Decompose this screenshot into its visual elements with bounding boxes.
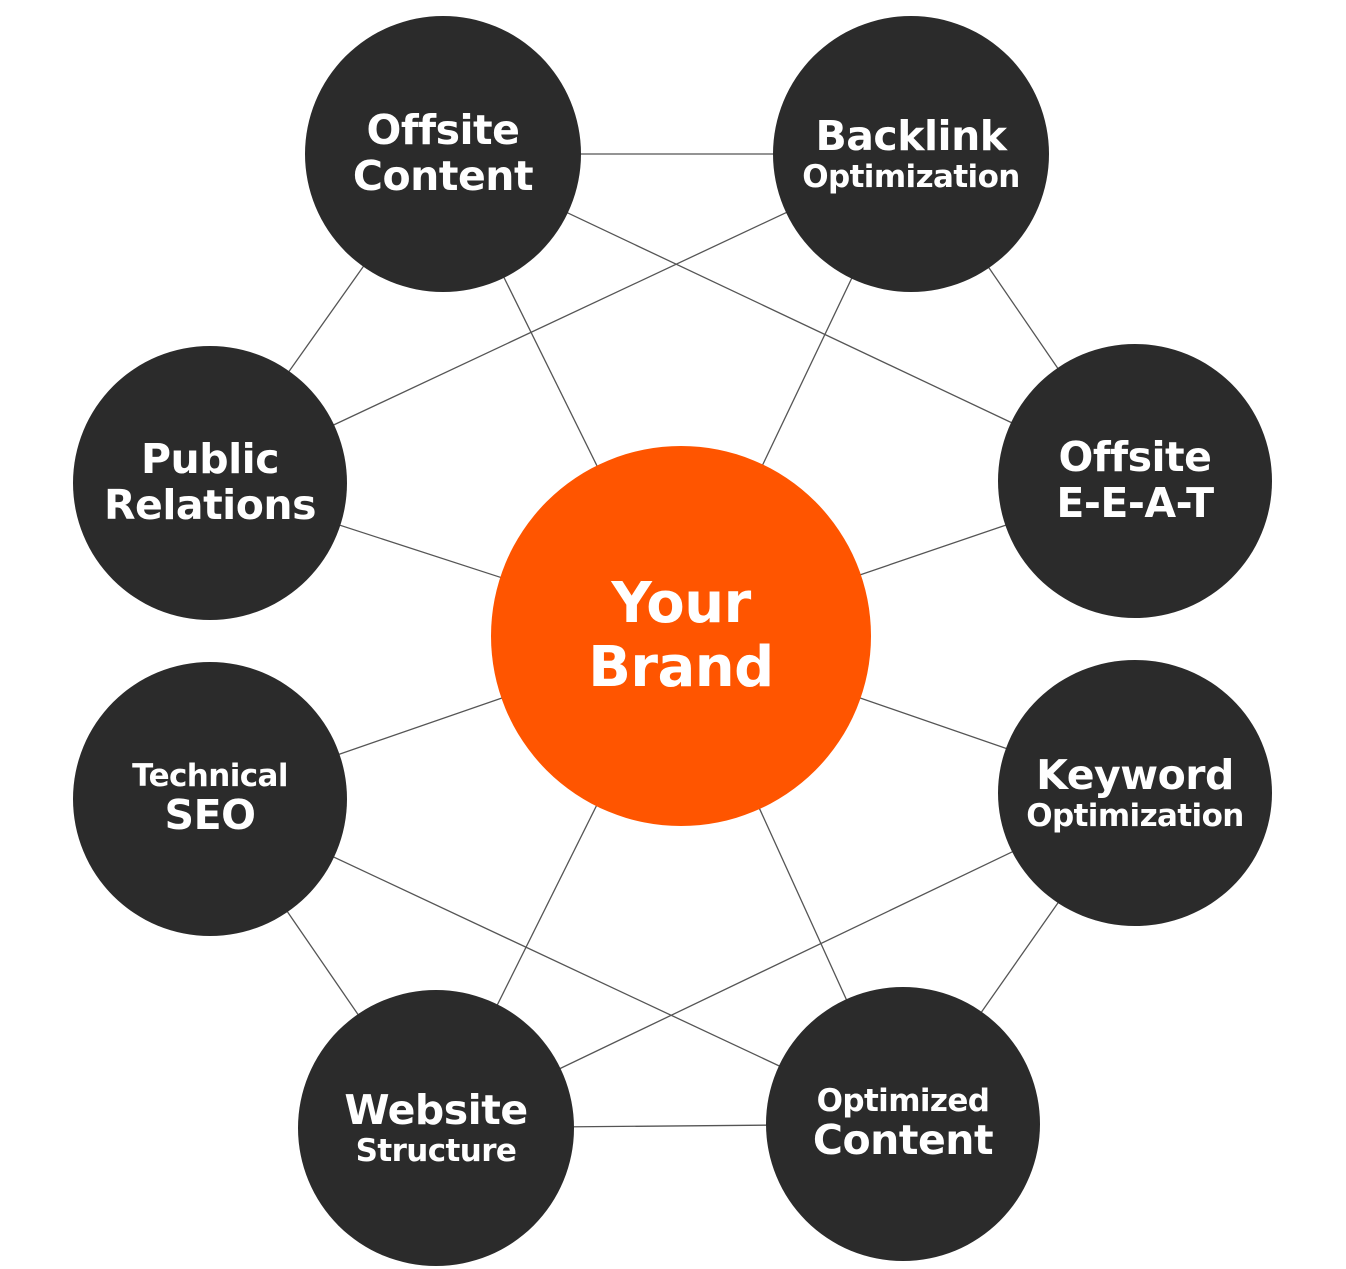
node-label-line-1: Offsite — [1058, 433, 1212, 482]
node-backlink-optimization: Backlink Optimization — [773, 16, 1049, 292]
center-label-line-1: Your — [611, 571, 751, 637]
node-label-line-1: Keyword — [1036, 750, 1234, 799]
node-label-line-1: Offsite — [366, 106, 520, 155]
center-node-your-brand: Your Brand — [491, 446, 871, 826]
node-label-line-2: E-E-A-T — [1056, 479, 1214, 527]
node-offsite-eeat: Offsite E-E-A-T — [998, 344, 1272, 618]
center-label-line-2: Brand — [588, 635, 774, 700]
node-label-line-1: Optimized — [816, 1082, 990, 1119]
node-label-line-2: Optimization — [1026, 797, 1244, 834]
node-technical-seo: Technical SEO — [73, 662, 347, 936]
node-label-line-2: Content — [352, 152, 534, 200]
node-label-line-1: Technical — [132, 757, 288, 794]
node-label-line-1: Website — [344, 1085, 528, 1134]
node-keyword-optimization: Keyword Optimization — [998, 660, 1272, 926]
node-label-line-2: SEO — [164, 791, 256, 840]
node-public-relations: Public Relations — [73, 346, 347, 620]
node-label-line-2: Content — [812, 1116, 994, 1165]
node-label-line-2: Optimization — [802, 158, 1020, 195]
node-offsite-content: Offsite Content — [305, 16, 581, 292]
node-label-line-1: Backlink — [815, 111, 1007, 160]
node-label-line-2: Relations — [103, 481, 317, 529]
node-optimized-content: Optimized Content — [766, 987, 1040, 1261]
node-label-line-2: Structure — [355, 1132, 517, 1169]
node-label-line-1: Public — [141, 435, 280, 484]
node-website-structure: Website Structure — [298, 990, 574, 1266]
